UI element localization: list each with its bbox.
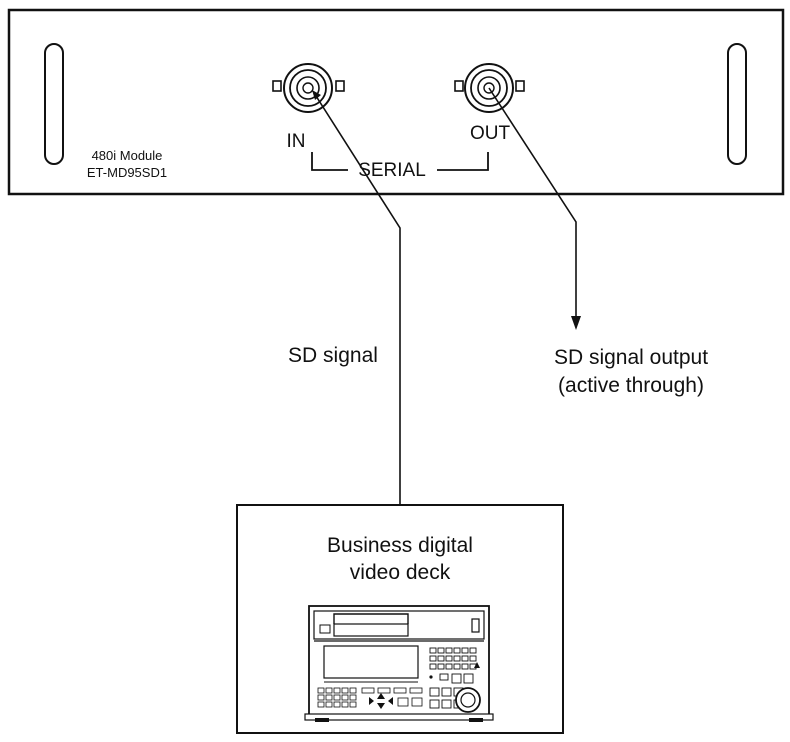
module-name: 480i Module — [92, 148, 163, 163]
output-cable — [488, 87, 581, 330]
serial-label-backdrop — [354, 160, 430, 181]
out-port-label: OUT — [470, 123, 511, 144]
in-port-label: IN — [287, 131, 306, 152]
jog-dial — [455, 687, 481, 713]
video-deck-title: Business digital — [327, 534, 473, 557]
module-model-number: ET-MD95SD1 — [87, 165, 167, 180]
input-signal-label: SD signal — [288, 344, 378, 367]
input-arrowhead — [312, 90, 321, 100]
output-arrowhead — [571, 316, 581, 330]
output-signal-label: SD signal output — [554, 346, 708, 369]
left-handle-slot — [44, 43, 64, 165]
right-handle-slot — [727, 43, 747, 165]
video-deck-illustration — [304, 605, 494, 722]
output-signal-sublabel: (active through) — [558, 374, 704, 397]
serial-bracket — [311, 152, 489, 171]
video-deck-subtitle: video deck — [350, 561, 451, 584]
serial-group-label: SERIAL — [358, 160, 426, 181]
deck-keypad — [317, 687, 423, 708]
input-cable — [312, 90, 401, 505]
in-bnc-connector — [272, 63, 345, 113]
